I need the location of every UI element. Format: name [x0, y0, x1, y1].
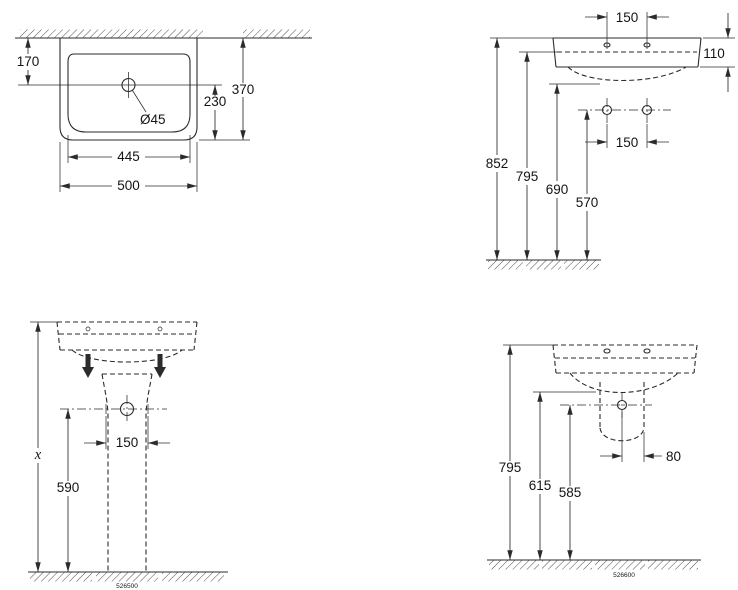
dim-150-pedestal-label: 150 [116, 435, 139, 450]
dim-hole-diameter: Ø45 [132, 90, 166, 127]
dim-inner-width: 445 [67, 135, 191, 164]
tap-hole-left-hp [603, 348, 611, 354]
tap-hole-right-hp [643, 348, 651, 354]
dim-height-852: 852 [486, 38, 509, 260]
dim-110-label: 110 [703, 46, 725, 61]
basin-front [552, 37, 702, 82]
basin-dashed-hp [552, 344, 698, 394]
half-pedestal-front-view: 80 795 615 585 526600 [487, 344, 701, 579]
dim-tap-spacing: 150 [585, 10, 669, 49]
height-extensions-hp [503, 344, 596, 393]
down-arrow-left [82, 354, 94, 378]
fixing-hole-hp [560, 392, 652, 419]
dim-795-hp-label: 795 [499, 460, 522, 475]
down-arrow-right [154, 354, 166, 378]
dim-570-label: 570 [576, 195, 599, 210]
front-view: 150 110 150 [486, 10, 735, 270]
dim-height-615: 615 [529, 392, 552, 560]
dim-230-label: 230 [204, 94, 227, 109]
dim-height-795: 795 [516, 52, 539, 260]
pedestal-dashed [101, 373, 153, 571]
dim-fixing-spacing: 150 [585, 124, 669, 150]
part-number-526500: 526500 [116, 583, 138, 590]
dim-height-690: 690 [546, 84, 569, 260]
drain-and-fixing-holes [60, 395, 167, 424]
dim-500-label: 500 [117, 178, 140, 193]
part-number-526600: 526600 [613, 572, 635, 579]
dim-height-585: 585 [559, 405, 582, 560]
basin-outline [59, 37, 198, 141]
height-extensions [490, 37, 600, 85]
dim-height-x: x [30, 321, 57, 572]
mounting-arrows [82, 354, 166, 378]
dim-height-795-hp: 795 [499, 345, 522, 560]
dim-852-label: 852 [486, 156, 509, 171]
dim-overall-width: 500 [59, 142, 198, 193]
dim-x-label: x [34, 447, 42, 463]
floor-hp [487, 559, 701, 570]
dim-585-label: 585 [559, 485, 582, 500]
dim-depth: 370 [232, 38, 255, 140]
dim-hole-to-front: 230 [204, 85, 227, 140]
wall-hatch [15, 29, 312, 39]
dim-590-label: 590 [57, 480, 80, 495]
dim-690-label: 690 [546, 182, 569, 197]
dim-wall-offset: 170 [17, 38, 40, 85]
dim-pedestal-height: 590 [57, 409, 80, 572]
dim-height-570: 570 [576, 110, 599, 260]
dim-150-top-label: 150 [616, 10, 639, 25]
dim-fixing-spacing-pedestal: 150 [84, 416, 170, 450]
plan-view: 170 230 370 Ø45 445 500 [15, 29, 312, 193]
floor-pedestal [28, 571, 228, 582]
dim-445-label: 445 [117, 149, 140, 164]
pedestal-front-view: 150 x 590 526500 [28, 321, 228, 590]
dim-hole-offset: 80 [600, 412, 681, 464]
basin-dashed [56, 321, 198, 363]
dim-170-label: 170 [17, 54, 40, 69]
floor [486, 259, 601, 270]
dim-150-holes-label: 150 [616, 135, 639, 150]
dim-45-label: Ø45 [140, 112, 166, 127]
fixing-holes [578, 98, 671, 123]
dim-370-label: 370 [232, 82, 255, 97]
dim-80-label: 80 [666, 449, 681, 464]
basin-bowl [67, 53, 191, 133]
dim-615-label: 615 [529, 478, 552, 493]
dim-795-label: 795 [516, 169, 539, 184]
dim-rim-height: 110 [700, 13, 735, 92]
